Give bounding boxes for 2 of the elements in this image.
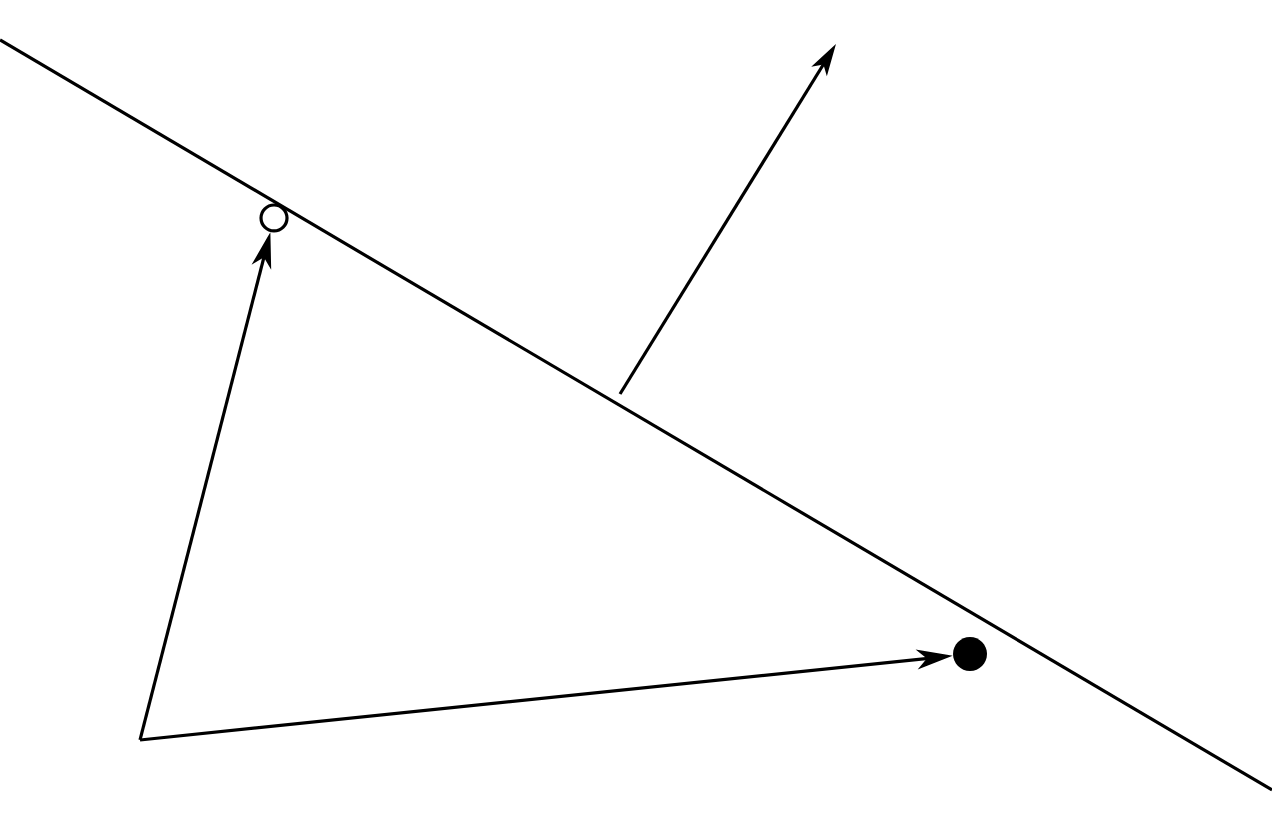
hollow-point	[259, 203, 289, 233]
filled-point	[953, 636, 987, 671]
